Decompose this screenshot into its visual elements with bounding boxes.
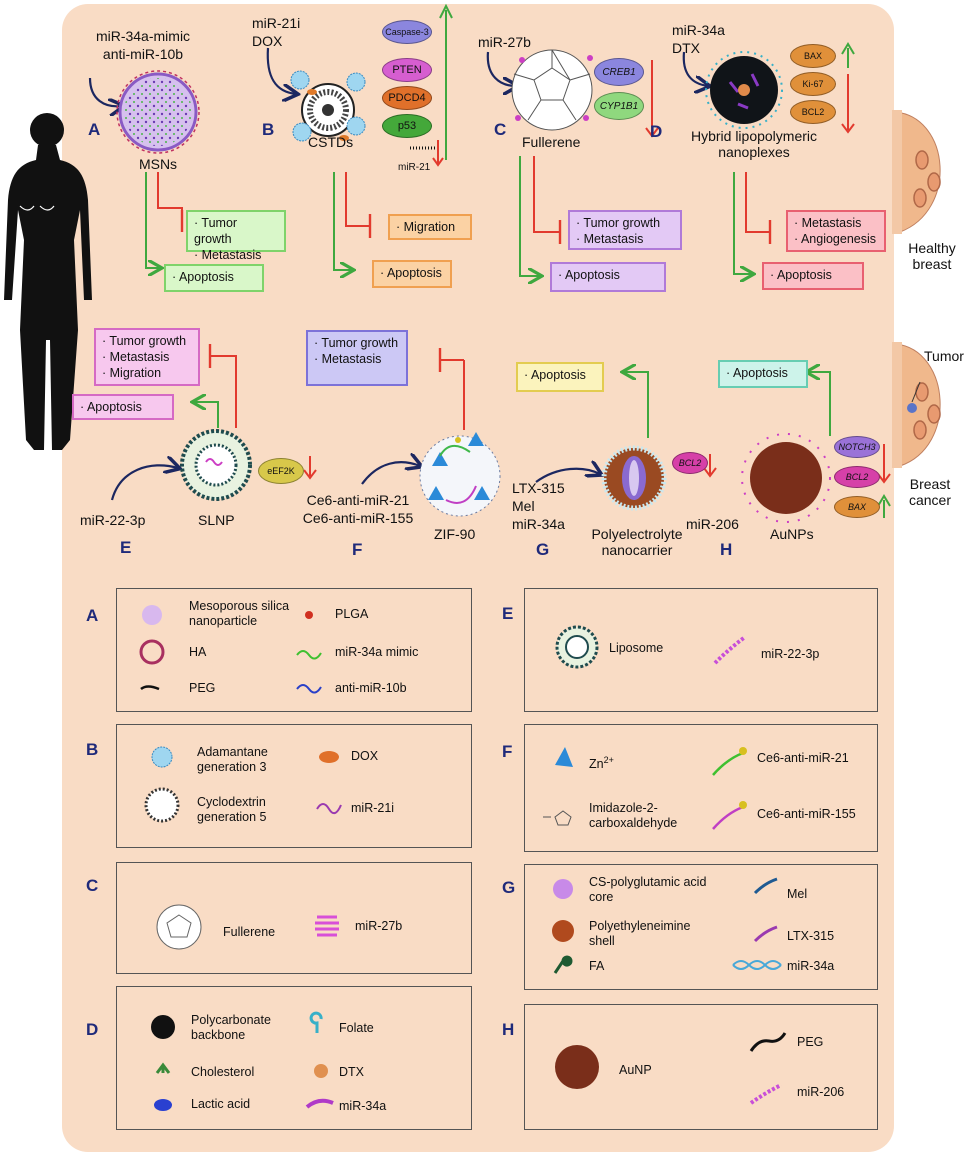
silhouette-icon [4, 113, 92, 450]
polyelectrolyte-nanocarrier-icon [601, 445, 667, 511]
induce-box-h: Apoptosis [718, 360, 808, 388]
legend-letter-g: G [502, 878, 516, 897]
agent-label-a1: miR-34a-mimic [95, 28, 191, 44]
legend-panel-d: Polycarbonate backbone Folate Cholestero… [116, 986, 472, 1130]
agent-label-h1: miR-206 [686, 516, 739, 532]
legend-panel-h: PEG AuNP miR-206 [524, 1004, 878, 1130]
slnp-nanoparticle-icon [180, 429, 252, 501]
legend-letter-h: H [502, 1020, 515, 1039]
tumor-label: Tumor [924, 348, 964, 364]
label-c: C [494, 120, 507, 139]
marker-eef2k: eEF2K [258, 458, 304, 484]
inhibit-box-f: Tumor growthMetastasis [306, 330, 408, 386]
label-b: B [262, 120, 275, 139]
label-d: D [650, 122, 663, 141]
label-a: A [88, 120, 101, 139]
induce-box-e: Apoptosis [72, 394, 174, 420]
induce-box-c: Apoptosis [550, 262, 666, 292]
inhibit-box-c: Tumor growthMetastasis [568, 210, 682, 250]
label-h: H [720, 540, 733, 559]
inhibit-box-b: Migration [388, 214, 472, 240]
marker-cyp1b1: CYP1B1 [594, 92, 644, 120]
agent-label-g3: miR-34a [512, 516, 565, 532]
legend-letter-d: D [86, 1020, 99, 1039]
legend-panel-e: Liposome miR-22-3p [524, 588, 878, 712]
marker-creb1: CREB1 [594, 58, 644, 86]
marker-bcl2-g: BCL2 [672, 452, 708, 474]
msn-nanoparticle-icon [116, 70, 200, 154]
legend-panel-b: Adamantane generation 3 DOX Cyclodextrin… [116, 724, 472, 848]
inhibit-box-e: Tumor growthMetastasisMigration [94, 328, 200, 386]
agent-label-c1: miR-27b [478, 34, 531, 50]
agent-label-d1: miR-34a [672, 22, 725, 38]
legend-letter-c: C [86, 876, 99, 895]
cancer-breast-icon [892, 342, 941, 468]
agent-label-g1: LTX-315 [512, 480, 565, 496]
marker-bcl2-d: BCL2 [790, 100, 836, 124]
agent-label-e1: miR-22-3p [80, 512, 146, 528]
marker-pdcd4: PDCD4 [382, 86, 432, 110]
aunp-nanoparticle-icon [741, 433, 831, 523]
label-g: G [536, 540, 550, 559]
fullerene-nanoparticle-icon [511, 49, 593, 131]
breast-cancer-label: Breast cancer [908, 476, 952, 508]
carrier-label-msns: MSNs [138, 156, 178, 172]
induce-box-g: Apoptosis [516, 362, 604, 392]
healthy-breast-icon [892, 110, 941, 234]
legend-letter-b: B [86, 740, 99, 759]
hybrid-nanoplex-icon [705, 51, 783, 129]
marker-pten: PTEN [382, 58, 432, 82]
carrier-label-fullerene: Fullerene [522, 134, 581, 150]
agent-label-b2: DOX [252, 33, 283, 49]
carrier-label-cstds: CSTDs [308, 134, 354, 150]
agent-label-d2: DTX [672, 40, 700, 56]
marker-bax-h: BAX [834, 496, 880, 518]
induce-box-d: Apoptosis [762, 262, 864, 290]
label-f: F [352, 540, 363, 559]
agent-label-f1: Ce6-anti-miR-21 [306, 492, 410, 508]
carrier-label-aunps: AuNPs [770, 526, 814, 542]
legend-panel-c: Fullerene miR-27b [116, 862, 472, 974]
agent-label-f2: Ce6-anti-miR-155 [302, 510, 414, 526]
legend-panel-a: Mesoporous silica nanoparticle PLGA HA m… [116, 588, 472, 712]
carrier-label-polyelectrolyte: Polyelectrolyte nanocarrier [591, 526, 683, 558]
healthy-breast-label: Healthy breast [908, 240, 956, 272]
legend-panel-g: CS-polyglutamic acid core Mel Polyethyle… [524, 864, 878, 990]
agent-label-a2: anti-miR-10b [102, 46, 184, 62]
marker-bax: BAX [790, 44, 836, 68]
legend-letter-a: A [86, 606, 99, 625]
legend-panel-f: Zn2+ Ce6-anti-miR-21 Imidazole-2-carboxa… [524, 724, 878, 852]
agent-label-g2: Mel [512, 498, 535, 514]
label-e: E [120, 538, 132, 557]
zif90-nanoparticle-icon [419, 432, 501, 517]
induce-box-a: Apoptosis [164, 264, 264, 292]
inhibit-box-d: MetastasisAngiogenesis [786, 210, 886, 252]
marker-caspase3: Caspase-3 [382, 20, 432, 44]
marker-bcl2-h: BCL2 [834, 466, 880, 488]
cstd-nanoparticle-icon [290, 70, 366, 142]
induce-box-b: Apoptosis [372, 260, 452, 288]
carrier-label-slnp: SLNP [198, 512, 235, 528]
legend-letter-f: F [502, 742, 513, 761]
legend-letter-e: E [502, 604, 514, 623]
carrier-label-hybrid: Hybrid lipopolymeric nanoplexes [690, 128, 818, 160]
marker-p53: p53 [382, 114, 432, 138]
agent-label-b1: miR-21i [252, 15, 301, 31]
mirna-label-mir21: miR-21 [398, 162, 431, 173]
marker-ki67: Ki-67 [790, 72, 836, 96]
carrier-label-zif90: ZIF-90 [434, 526, 476, 542]
inhibit-box-a: Tumor growthMetastasis [186, 210, 286, 262]
marker-notch3: NOTCH3 [834, 436, 880, 458]
